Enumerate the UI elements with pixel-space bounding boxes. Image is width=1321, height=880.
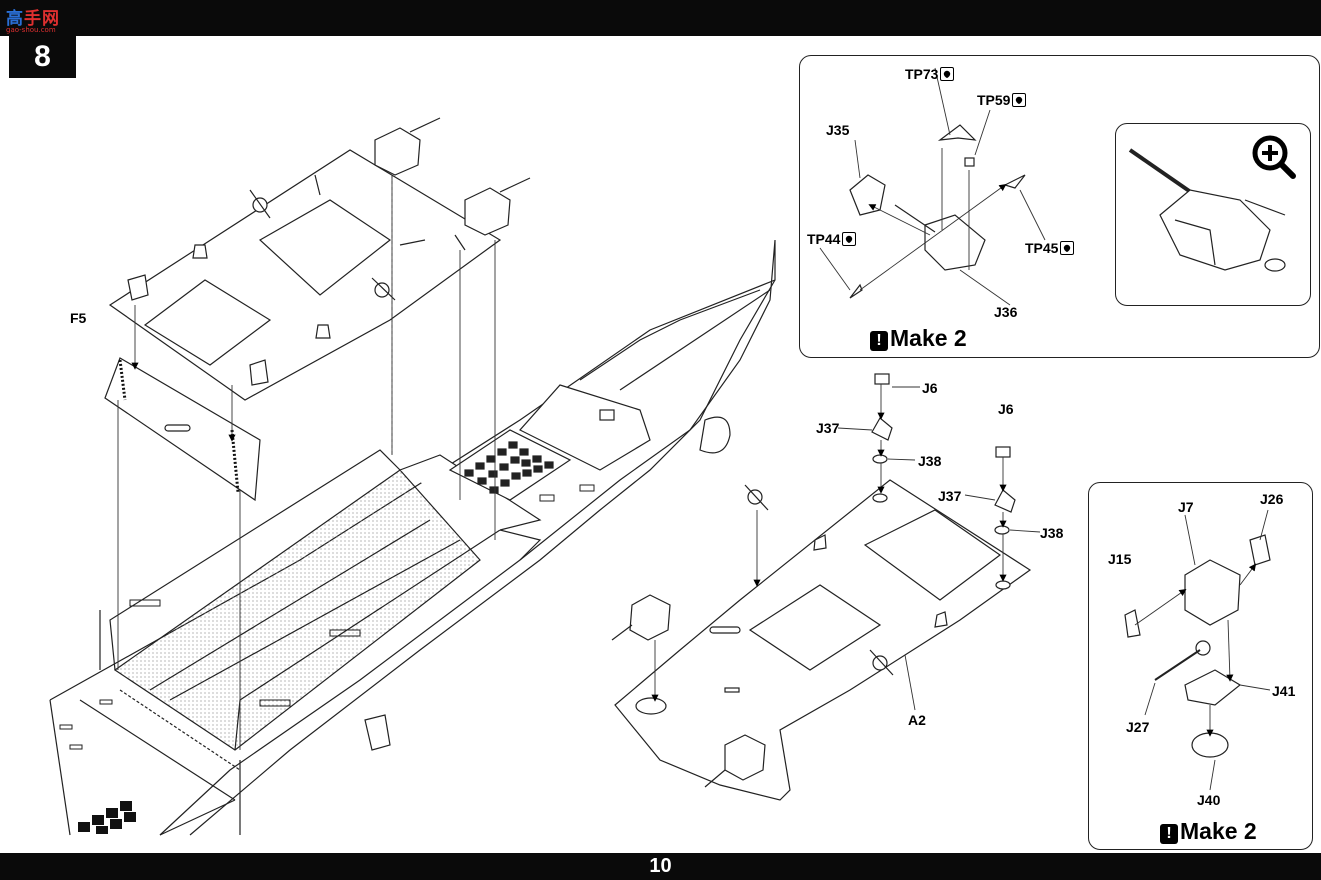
j26-part bbox=[1249, 534, 1271, 566]
upper-deck-post-2 bbox=[315, 324, 331, 339]
well-deck-floor-line bbox=[149, 519, 431, 691]
label-a2: A2 bbox=[908, 712, 926, 728]
j38-part-b bbox=[994, 525, 1010, 535]
label-j38-b: J38 bbox=[1040, 525, 1064, 541]
a2-hatch-2 bbox=[748, 584, 882, 671]
tp44-part bbox=[849, 283, 863, 299]
header-bar bbox=[0, 0, 1321, 36]
zoom-gun-detail bbox=[1128, 148, 1286, 272]
a2-turret-1 bbox=[611, 594, 671, 641]
make-note-bottom: !Make 2 bbox=[1160, 818, 1257, 845]
well-deck bbox=[113, 469, 481, 751]
upper-deck-gun-2 bbox=[371, 277, 396, 301]
label-j6-a: J6 bbox=[922, 380, 938, 396]
a2-gun-2 bbox=[869, 649, 894, 676]
label-tp73: TP73 bbox=[905, 66, 955, 82]
label-j37-a: J37 bbox=[816, 420, 840, 436]
label-j38-a: J38 bbox=[918, 453, 942, 469]
label-j40: J40 bbox=[1197, 792, 1221, 808]
upper-deck-post-1 bbox=[192, 244, 208, 259]
caution-icon: ! bbox=[870, 331, 888, 351]
a2-gun-1 bbox=[744, 484, 769, 511]
upper-deck-turret-2 bbox=[464, 177, 531, 236]
j37-part-a bbox=[871, 417, 893, 441]
upper-deck-hatch-2 bbox=[143, 279, 272, 366]
hull-deckline bbox=[619, 289, 771, 391]
tp45-part bbox=[1003, 174, 1026, 189]
upper-deck-gun-1 bbox=[249, 189, 271, 219]
hull-deck-edge bbox=[579, 289, 761, 381]
upper-deck-turret-1 bbox=[374, 117, 441, 176]
zoom-inset-panel bbox=[1115, 123, 1311, 306]
j7-part bbox=[1184, 559, 1241, 626]
a2-hatch-1 bbox=[863, 509, 1002, 601]
label-j6-b: J6 bbox=[998, 401, 1014, 417]
page-number: 10 bbox=[649, 855, 672, 877]
photo-etch-part-icon bbox=[940, 67, 955, 81]
j15-part bbox=[1124, 609, 1141, 638]
label-j36: J36 bbox=[994, 304, 1018, 320]
upper-deck-mount-1 bbox=[127, 274, 149, 301]
j6-part-a bbox=[874, 373, 890, 385]
photo-etch-part-icon bbox=[1012, 93, 1027, 107]
a2-turret-2 bbox=[704, 734, 766, 788]
hull-outer-side bbox=[49, 699, 71, 836]
detail-panel-top bbox=[799, 55, 1320, 358]
label-j27: J27 bbox=[1126, 719, 1150, 735]
j37-part-b bbox=[994, 489, 1016, 513]
hull-keel bbox=[189, 279, 776, 836]
j36-gun-assembly bbox=[849, 124, 1026, 299]
label-j15: J15 bbox=[1108, 551, 1132, 567]
upper-deck-mount-2 bbox=[249, 359, 269, 386]
detail-panel-bottom bbox=[1088, 482, 1313, 850]
logo-text-blue: 高 bbox=[6, 9, 24, 28]
label-j26: J26 bbox=[1260, 491, 1284, 507]
photo-etch-part-icon bbox=[842, 232, 857, 246]
tp73-part bbox=[937, 124, 977, 141]
photo-etch-part-icon bbox=[1060, 241, 1075, 255]
label-f5: F5 bbox=[70, 310, 87, 326]
logo-text-red: 手网 bbox=[24, 9, 60, 28]
cargo-rack bbox=[448, 429, 572, 501]
a2-deck-part bbox=[611, 373, 1032, 801]
label-j37-b: J37 bbox=[938, 488, 962, 504]
upper-deck-hatch-1 bbox=[258, 199, 392, 296]
tp59-part bbox=[964, 157, 975, 167]
logo-subtitle: gao-shou.com bbox=[6, 26, 56, 34]
rudder bbox=[364, 714, 391, 751]
zoom-in-icon bbox=[1252, 135, 1296, 179]
label-tp45: TP45 bbox=[1025, 240, 1075, 256]
label-j7: J7 bbox=[1178, 499, 1194, 515]
j38-part-a bbox=[872, 454, 888, 464]
make-note-top: !Make 2 bbox=[870, 325, 967, 352]
keel-fin bbox=[699, 416, 731, 454]
j7-turret-assembly bbox=[1124, 534, 1271, 758]
step-number: 8 bbox=[9, 36, 76, 78]
footer-bar bbox=[0, 853, 1321, 880]
label-j41: J41 bbox=[1272, 683, 1296, 699]
well-deck-inner-wall bbox=[169, 539, 461, 701]
upper-deck-part bbox=[108, 117, 531, 401]
well-deck-wall-left bbox=[109, 449, 401, 671]
hull-drawing bbox=[49, 239, 776, 836]
label-tp44: TP44 bbox=[807, 231, 857, 247]
site-logo: 高手网 gao-shou.com bbox=[6, 4, 70, 36]
j6-part-b bbox=[995, 446, 1011, 458]
caution-icon: ! bbox=[1160, 824, 1178, 844]
label-tp59: TP59 bbox=[977, 92, 1027, 108]
f5-panel bbox=[104, 357, 261, 502]
label-j35: J35 bbox=[826, 122, 850, 138]
